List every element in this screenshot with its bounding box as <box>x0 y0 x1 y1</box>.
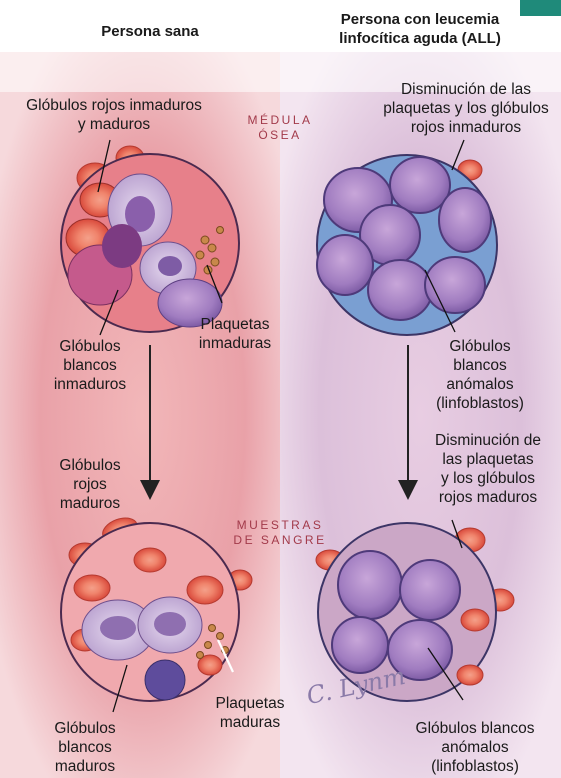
label-immature-wbc: Glóbulos blancos inmaduros <box>30 337 150 394</box>
section-bone-marrow: MÉDULA ÓSEA <box>230 113 330 143</box>
label-mature-platelets: Plaquetas maduras <box>190 694 310 732</box>
label-abnormal-wbc-blood: Glóbulos blancos anómalos (linfoblastos) <box>395 719 555 776</box>
label-mature-rbc: Glóbulos rojos maduros <box>30 456 150 513</box>
healthy-marrow-circle <box>61 154 239 332</box>
label-decreased-platelets-mature-rbc: Disminución de las plaquetas y los glóbu… <box>418 431 558 507</box>
label-rbc-immature-mature: Glóbulos rojos inmaduros y maduros <box>4 96 224 134</box>
label-decreased-platelets-immature-rbc: Disminución de las plaquetas y los glóbu… <box>372 80 560 137</box>
healthy-blood-circle <box>61 523 239 701</box>
leukemia-marrow-circle <box>317 155 497 335</box>
label-mature-wbc: Glóbulos blancos maduros <box>30 719 140 776</box>
section-blood-samples: MUESTRAS DE SANGRE <box>220 518 340 548</box>
label-abnormal-wbc-marrow: Glóbulos blancos anómalos (linfoblastos) <box>410 337 550 413</box>
label-immature-platelets: Plaquetas inmaduras <box>180 315 290 353</box>
